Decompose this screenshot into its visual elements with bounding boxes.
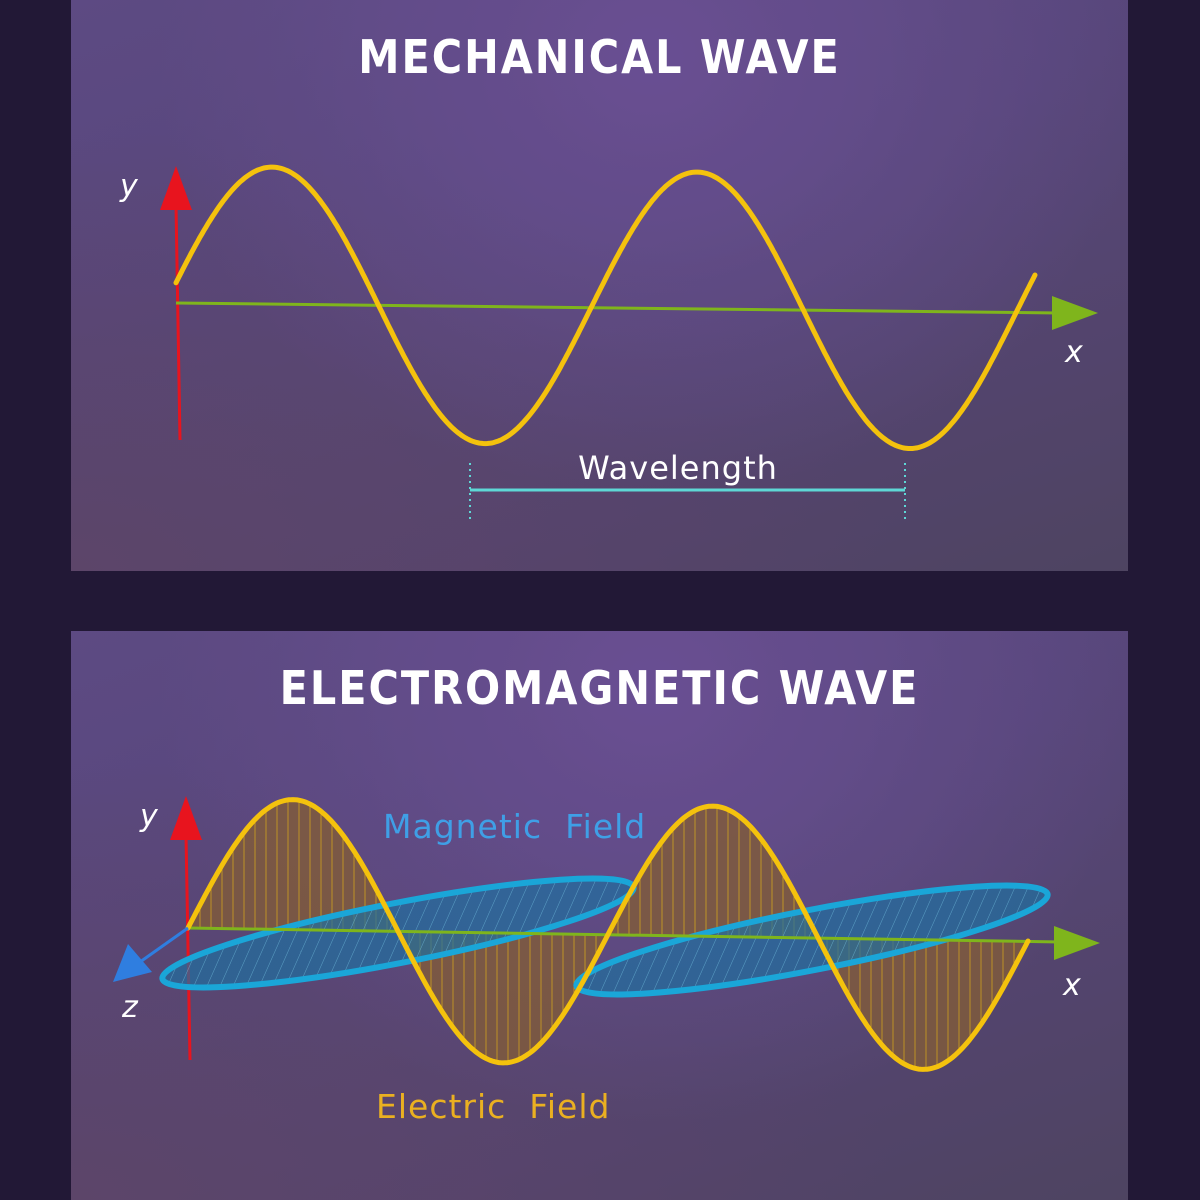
electromagnetic-wave-title: ELECTROMAGNETIC WAVE <box>279 661 920 715</box>
x-axis-arrow-icon <box>1052 296 1098 330</box>
mechanical-wave-diagram: y x Wavelength <box>119 164 1098 519</box>
electromagnetic-wave-panel: ELECTROMAGNETIC WAVE <box>71 631 1128 1200</box>
magnetic-field-label: Magnetic Field <box>383 807 646 846</box>
y-axis-label: y <box>119 169 139 204</box>
electric-field-curve <box>185 797 1031 1072</box>
mechanical-wave-title: MECHANICAL WAVE <box>358 30 841 84</box>
y-axis-arrow-icon <box>160 166 192 210</box>
z-axis-arrow-icon <box>113 944 152 982</box>
x-axis-arrow-icon <box>1054 926 1100 960</box>
magnetic-field-lobe-2 <box>573 882 1051 998</box>
y-axis-line <box>174 204 182 441</box>
x-axis-label: x <box>1064 335 1083 370</box>
electromagnetic-wave-diagram: y x z Magnetic Field Electric Field <box>113 796 1100 1126</box>
electric-field-label: Electric Field <box>376 1087 610 1126</box>
mechanical-wave-curve <box>173 164 1038 451</box>
z-axis-label: z <box>121 990 139 1025</box>
z-axis-line <box>139 926 189 964</box>
x-axis-label: x <box>1062 968 1081 1003</box>
y-axis-arrow-icon <box>170 796 202 840</box>
y-axis-line <box>184 834 192 1061</box>
x-axis-line <box>187 926 1061 944</box>
mechanical-wave-panel: MECHANICAL WAVE y x Wavelength <box>71 0 1128 571</box>
y-axis-label: y <box>139 799 159 834</box>
x-axis-line <box>175 301 1061 315</box>
wavelength-label: Wavelength <box>578 449 778 487</box>
